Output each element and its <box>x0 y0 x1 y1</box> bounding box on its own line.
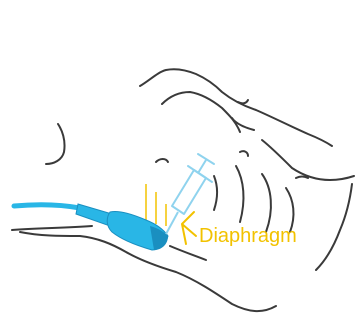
flank-outline <box>170 246 206 260</box>
probe-neck <box>76 204 112 226</box>
plunger-cap <box>198 154 214 164</box>
rib-line-3 <box>262 174 271 232</box>
forearm-outline <box>12 226 92 230</box>
armpit-fold-mark <box>238 100 248 103</box>
syringe-icon <box>166 154 214 234</box>
abdomen-outline <box>316 184 352 270</box>
diaphragm-label: Diaphragm <box>199 225 297 247</box>
ultrasound-beam-lines <box>146 184 166 226</box>
callout-bracket <box>182 212 196 244</box>
skin-fold-mark <box>156 159 168 162</box>
nipple-mark <box>240 151 248 156</box>
chest-wall-outline <box>46 124 65 164</box>
torso-front-outline <box>262 140 354 180</box>
needle <box>166 212 178 234</box>
rib-line-2 <box>236 166 243 222</box>
arm-outline <box>140 69 332 146</box>
rib-line-1 <box>214 176 217 210</box>
probe-cable <box>14 205 80 208</box>
syringe-barrel <box>172 170 206 214</box>
arm-inner-outline <box>162 92 240 132</box>
rib-line-5 <box>296 177 308 179</box>
diaphragm-callout: Diaphragm <box>182 212 297 247</box>
